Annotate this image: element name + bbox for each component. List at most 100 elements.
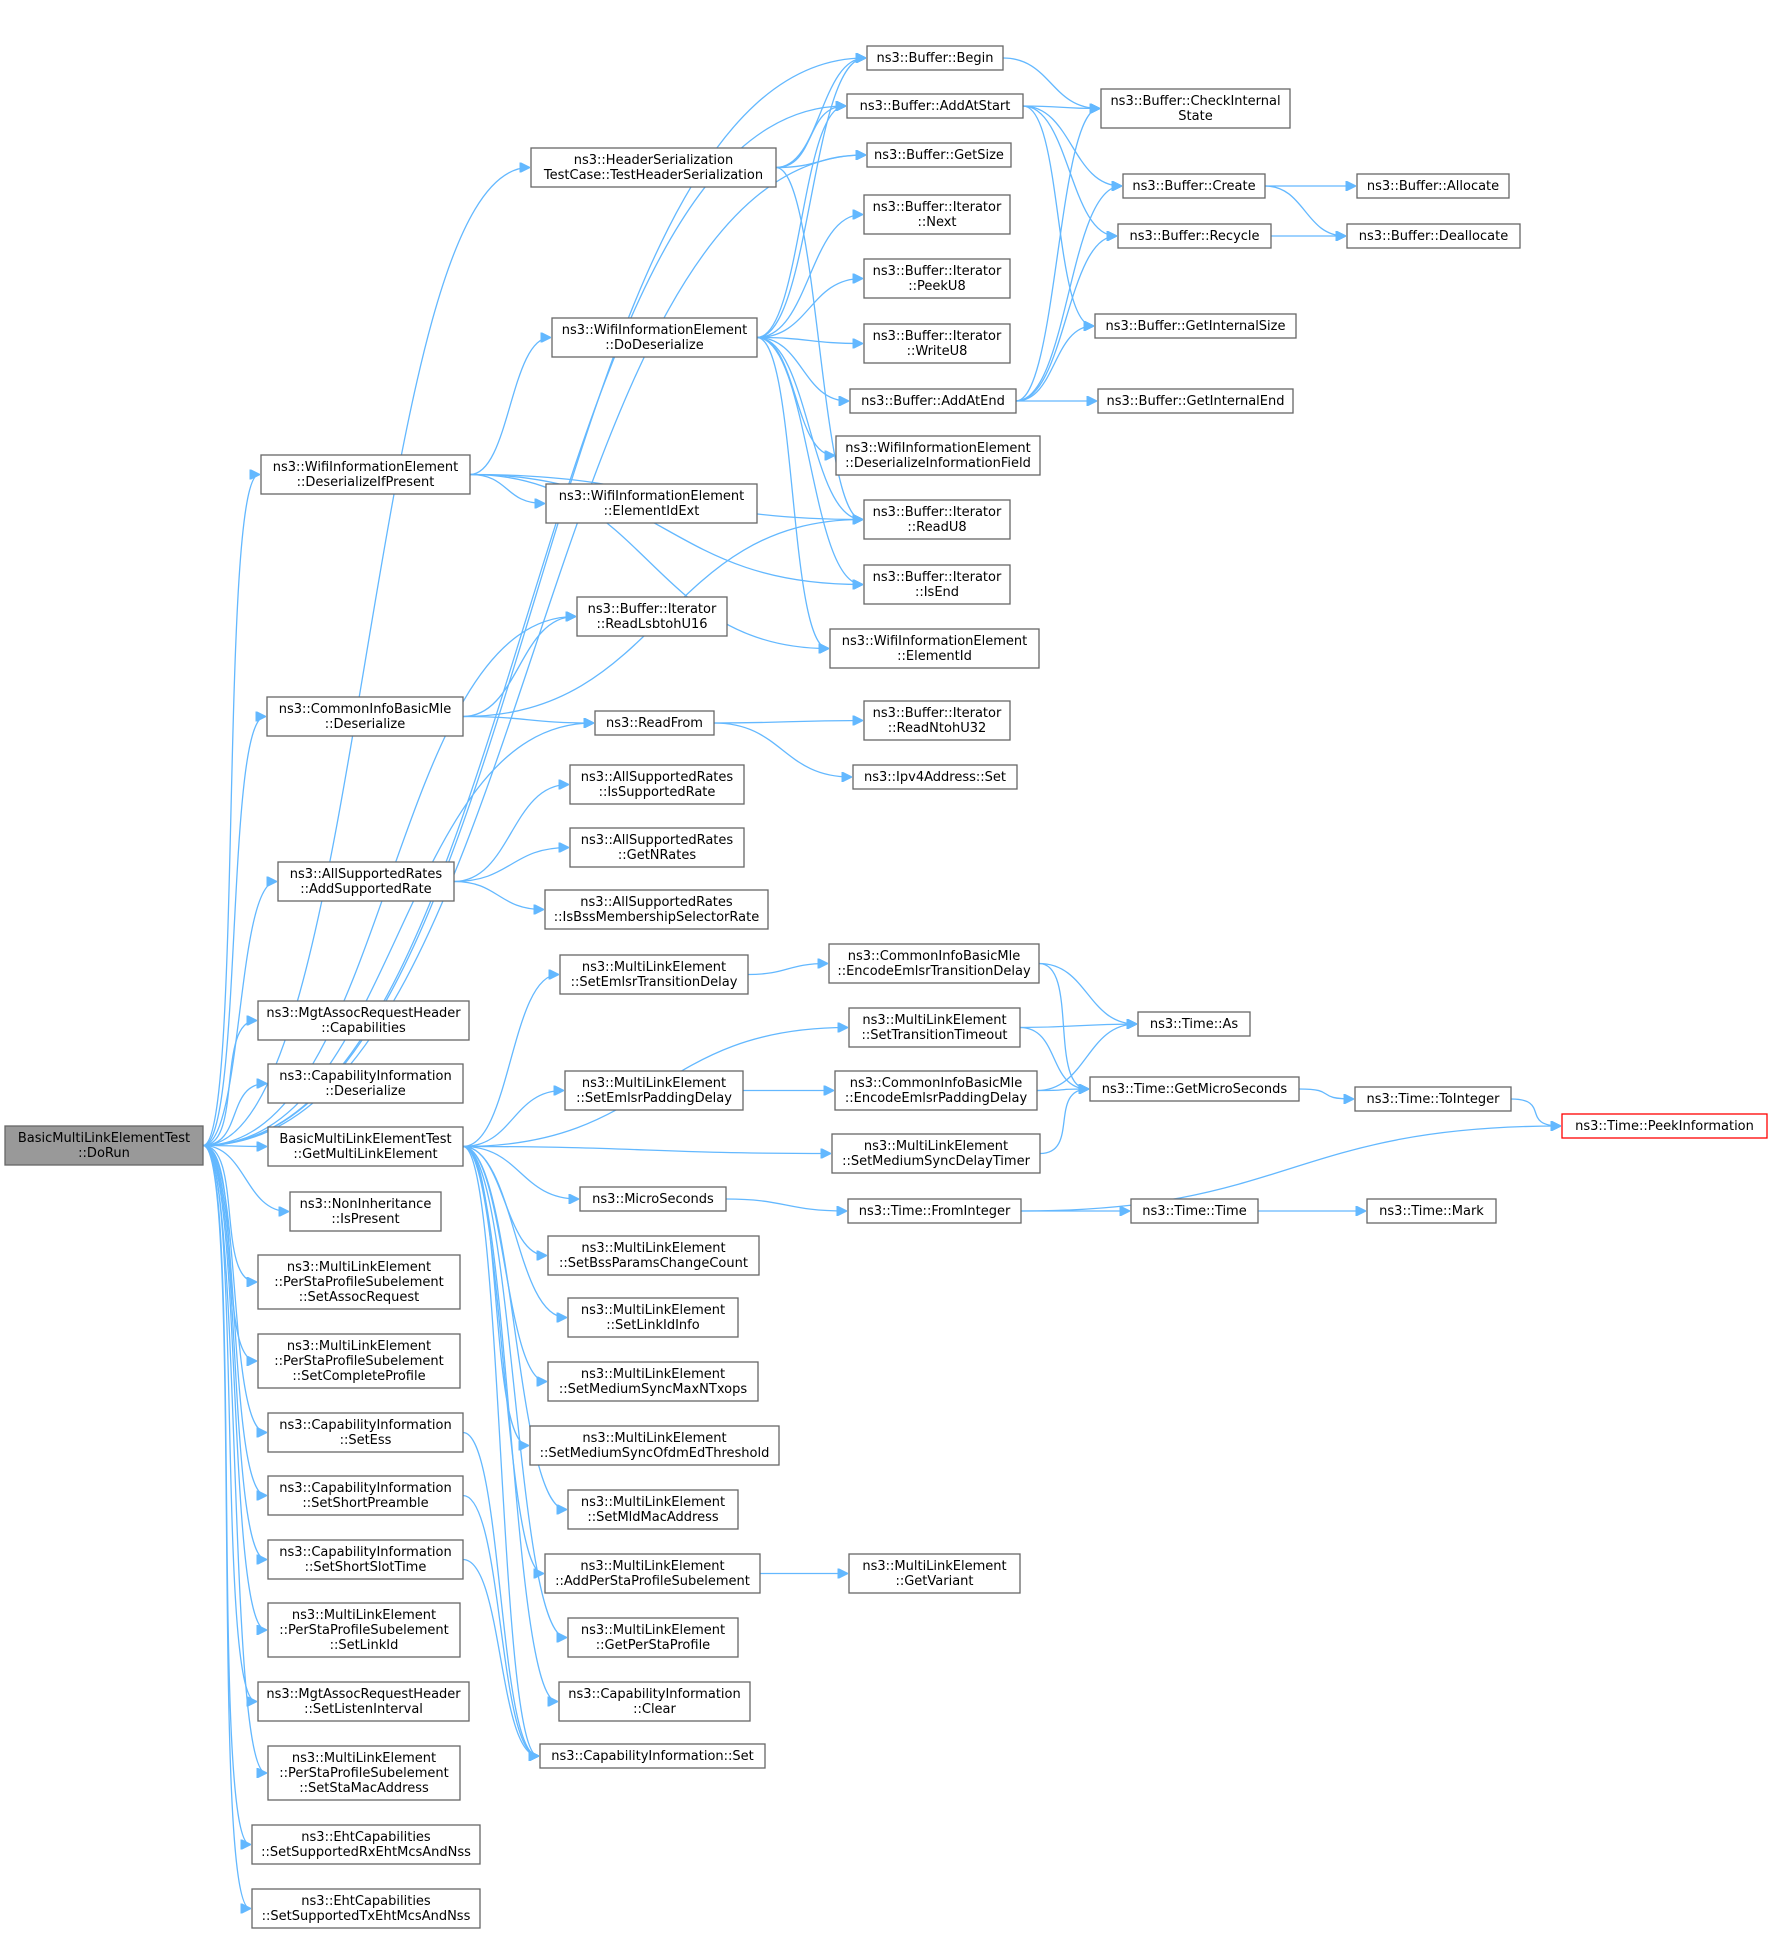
node-mleSetEmlsrTrans[interactable]: ns3::MultiLinkElement::SetEmlsrTransitio… bbox=[559, 954, 749, 995]
node-capSet[interactable]: ns3::CapabilityInformation::Set bbox=[539, 1743, 766, 1769]
edge-wieDoDeser-to-itNext bbox=[756, 215, 862, 339]
node-box bbox=[267, 1126, 464, 1167]
node-dorun[interactable]: BasicMultiLinkElementTest::DoRun bbox=[4, 1125, 204, 1166]
edge-wieDeserIfPresent-to-wieElementIdExt bbox=[469, 473, 544, 504]
node-mgtCaps[interactable]: ns3::MgtAssocRequestHeader::Capabilities bbox=[257, 1000, 470, 1041]
edge-wieDoDeser-to-addAtEnd bbox=[756, 336, 848, 402]
edge-create-to-deallocate bbox=[1264, 185, 1345, 236]
node-pspSetComplete[interactable]: ns3::MultiLinkElement::PerStaProfileSube… bbox=[257, 1333, 461, 1389]
node-box bbox=[835, 435, 1041, 476]
node-ehtSetRx[interactable]: ns3::EhtCapabilities::SetSupportedRxEhtM… bbox=[251, 1824, 481, 1865]
node-mleSetMedSyncMax[interactable]: ns3::MultiLinkElement::SetMediumSyncMaxN… bbox=[547, 1361, 759, 1402]
node-label: ::ReadU8 bbox=[907, 520, 966, 535]
node-label: ::SetMediumSyncDelayTimer bbox=[842, 1154, 1031, 1169]
node-wieElementIdExt[interactable]: ns3::WifiInformationElement::ElementIdEx… bbox=[545, 483, 758, 524]
node-itPeekU8[interactable]: ns3::Buffer::Iterator::PeekU8 bbox=[863, 258, 1011, 299]
node-itReadU8[interactable]: ns3::Buffer::Iterator::ReadU8 bbox=[863, 499, 1011, 540]
node-capSetShortPre[interactable]: ns3::CapabilityInformation::SetShortPrea… bbox=[267, 1475, 464, 1516]
node-wieDoDeser[interactable]: ns3::WifiInformationElement::DoDeseriali… bbox=[551, 317, 758, 358]
node-getMle[interactable]: BasicMultiLinkElementTest::GetMultiLinkE… bbox=[267, 1126, 464, 1167]
node-timeAs[interactable]: ns3::Time::As bbox=[1137, 1011, 1251, 1037]
node-asrAdd[interactable]: ns3::AllSupportedRates::AddSupportedRate bbox=[277, 861, 455, 902]
node-capDeser[interactable]: ns3::CapabilityInformation::Deserialize bbox=[267, 1063, 464, 1104]
node-box bbox=[863, 323, 1011, 364]
node-mleGetVariant[interactable]: ns3::MultiLinkElement::GetVariant bbox=[848, 1553, 1021, 1594]
node-mleSetBssParams[interactable]: ns3::MultiLinkElement::SetBssParamsChang… bbox=[547, 1235, 760, 1276]
node-allocate[interactable]: ns3::Buffer::Allocate bbox=[1356, 173, 1510, 199]
node-timePeekInfo[interactable]: ns3::Time::PeekInformation bbox=[1561, 1113, 1768, 1139]
edge-wieDoDeser-to-itReadU8 bbox=[756, 336, 862, 520]
node-ciEncodePad[interactable]: ns3::CommonInfoBasicMle::EncodeEmlsrPadd… bbox=[834, 1070, 1038, 1111]
node-label: ::PerStaProfileSubelement bbox=[279, 1766, 449, 1781]
node-timeTime[interactable]: ns3::Time::Time bbox=[1130, 1198, 1259, 1224]
node-box bbox=[529, 1425, 780, 1466]
node-addAtStart[interactable]: ns3::Buffer::AddAtStart bbox=[846, 93, 1024, 119]
node-itWriteU8[interactable]: ns3::Buffer::Iterator::WriteU8 bbox=[863, 323, 1011, 364]
node-wieElementId[interactable]: ns3::WifiInformationElement::ElementId bbox=[829, 628, 1040, 669]
node-capSetShortSlot[interactable]: ns3::CapabilityInformation::SetShortSlot… bbox=[267, 1539, 464, 1580]
node-wieDeserIfPresent[interactable]: ns3::WifiInformationElement::Deserialize… bbox=[260, 454, 471, 495]
node-create[interactable]: ns3::Buffer::Create bbox=[1122, 173, 1266, 199]
node-getSize[interactable]: ns3::Buffer::GetSize bbox=[866, 142, 1012, 168]
node-label: State bbox=[1178, 109, 1212, 124]
node-mleAddPsp[interactable]: ns3::MultiLinkElement::AddPerStaProfileS… bbox=[544, 1553, 761, 1594]
node-itReadLsb[interactable]: ns3::Buffer::Iterator::ReadLsbtohU16 bbox=[576, 596, 728, 637]
node-ciEncodeTrans[interactable]: ns3::CommonInfoBasicMle::EncodeEmlsrTran… bbox=[828, 943, 1040, 984]
edge-asrAdd-to-asrIsBss bbox=[453, 880, 543, 910]
node-addAtEnd[interactable]: ns3::Buffer::AddAtEnd bbox=[849, 388, 1017, 414]
node-ciDeser[interactable]: ns3::CommonInfoBasicMle::Deserialize bbox=[266, 696, 464, 737]
edge-mleSetTransTimeout-to-timeAs bbox=[1019, 1024, 1136, 1028]
node-label: ns3::MicroSeconds bbox=[592, 1192, 714, 1207]
node-itIsEnd[interactable]: ns3::Buffer::Iterator::IsEnd bbox=[863, 564, 1011, 605]
node-mgtSetListen[interactable]: ns3::MgtAssocRequestHeader::SetListenInt… bbox=[257, 1681, 470, 1722]
node-mleSetLinkIdInfo[interactable]: ns3::MultiLinkElement::SetLinkIdInfo bbox=[567, 1297, 739, 1338]
node-pspSetStaMac[interactable]: ns3::MultiLinkElement::PerStaProfileSube… bbox=[267, 1745, 461, 1801]
node-mleSetMedSyncTimer[interactable]: ns3::MultiLinkElement::SetMediumSyncDela… bbox=[831, 1133, 1041, 1174]
node-mleSetMedSyncOfdm[interactable]: ns3::MultiLinkElement::SetMediumSyncOfdm… bbox=[529, 1425, 780, 1466]
node-ehtSetTx[interactable]: ns3::EhtCapabilities::SetSupportedTxEhtM… bbox=[251, 1888, 481, 1929]
edge-dorun-to-getSize bbox=[202, 155, 865, 1147]
node-itNext[interactable]: ns3::Buffer::Iterator::Next bbox=[863, 194, 1011, 235]
node-mleSetEmlsrPad[interactable]: ns3::MultiLinkElement::SetEmlsrPaddingDe… bbox=[564, 1070, 744, 1111]
node-mleSetMldMac[interactable]: ns3::MultiLinkElement::SetMldMacAddress bbox=[567, 1489, 739, 1530]
node-box bbox=[267, 1602, 461, 1658]
node-label: ns3::Buffer::Iterator bbox=[873, 505, 1002, 520]
node-mleGetPsp[interactable]: ns3::MultiLinkElement::GetPerStaProfile bbox=[567, 1617, 739, 1658]
node-label: ::WriteU8 bbox=[907, 344, 968, 359]
node-label: ns3::AllSupportedRates bbox=[581, 770, 734, 785]
node-label: ns3::Time::Time bbox=[1142, 1204, 1246, 1219]
node-label: ::AddSupportedRate bbox=[300, 882, 431, 897]
node-readFrom[interactable]: ns3::ReadFrom bbox=[594, 710, 715, 736]
node-label: ns3::AllSupportedRates bbox=[580, 895, 733, 910]
node-capClear[interactable]: ns3::CapabilityInformation::Clear bbox=[558, 1681, 751, 1722]
node-microSeconds[interactable]: ns3::MicroSeconds bbox=[579, 1186, 727, 1212]
node-box bbox=[267, 1412, 464, 1453]
node-timeFromInteger[interactable]: ns3::Time::FromInteger bbox=[847, 1198, 1022, 1224]
edge-timeToInteger-to-timePeekInfo bbox=[1510, 1098, 1560, 1126]
node-asrGetNRates[interactable]: ns3::AllSupportedRates::GetNRates bbox=[569, 827, 745, 868]
node-label: ns3::Buffer::Begin bbox=[876, 51, 993, 66]
node-label: ::IsPresent bbox=[331, 1212, 399, 1227]
node-wieDeserField[interactable]: ns3::WifiInformationElement::Deserialize… bbox=[835, 435, 1041, 476]
node-timeToInteger[interactable]: ns3::Time::ToInteger bbox=[1354, 1086, 1512, 1112]
node-ipv4Set[interactable]: ns3::Ipv4Address::Set bbox=[852, 764, 1018, 790]
node-timeMark[interactable]: ns3::Time::Mark bbox=[1366, 1198, 1497, 1224]
node-capSetEss[interactable]: ns3::CapabilityInformation::SetEss bbox=[267, 1412, 464, 1453]
node-asrIsSupported[interactable]: ns3::AllSupportedRates::IsSupportedRate bbox=[569, 764, 745, 805]
node-begin[interactable]: ns3::Buffer::Begin bbox=[866, 45, 1004, 71]
node-deallocate[interactable]: ns3::Buffer::Deallocate bbox=[1346, 223, 1521, 249]
node-asrIsBss[interactable]: ns3::AllSupportedRates::IsBssMembershipS… bbox=[544, 889, 769, 930]
node-timeGetMicro[interactable]: ns3::Time::GetMicroSeconds bbox=[1089, 1076, 1300, 1102]
node-pspSetLinkId[interactable]: ns3::MultiLinkElement::PerStaProfileSube… bbox=[267, 1602, 461, 1658]
node-mleSetTransTimeout[interactable]: ns3::MultiLinkElement::SetTransitionTime… bbox=[848, 1007, 1021, 1048]
node-recycle[interactable]: ns3::Buffer::Recycle bbox=[1117, 223, 1272, 249]
node-box bbox=[1366, 1198, 1497, 1224]
node-headerSer[interactable]: ns3::HeaderSerializationTestCase::TestHe… bbox=[530, 147, 777, 188]
node-getInternalSize[interactable]: ns3::Buffer::GetInternalSize bbox=[1094, 313, 1297, 339]
node-pspSetAssocReq[interactable]: ns3::MultiLinkElement::PerStaProfileSube… bbox=[257, 1254, 461, 1310]
node-label: ::SetSupportedRxEhtMcsAndNss bbox=[261, 1845, 471, 1860]
node-nonInhIsPresent[interactable]: ns3::NonInheritance::IsPresent bbox=[289, 1191, 442, 1232]
node-itReadNtoh[interactable]: ns3::Buffer::Iterator::ReadNtohU32 bbox=[863, 700, 1011, 741]
node-getInternalEnd[interactable]: ns3::Buffer::GetInternalEnd bbox=[1097, 388, 1294, 414]
